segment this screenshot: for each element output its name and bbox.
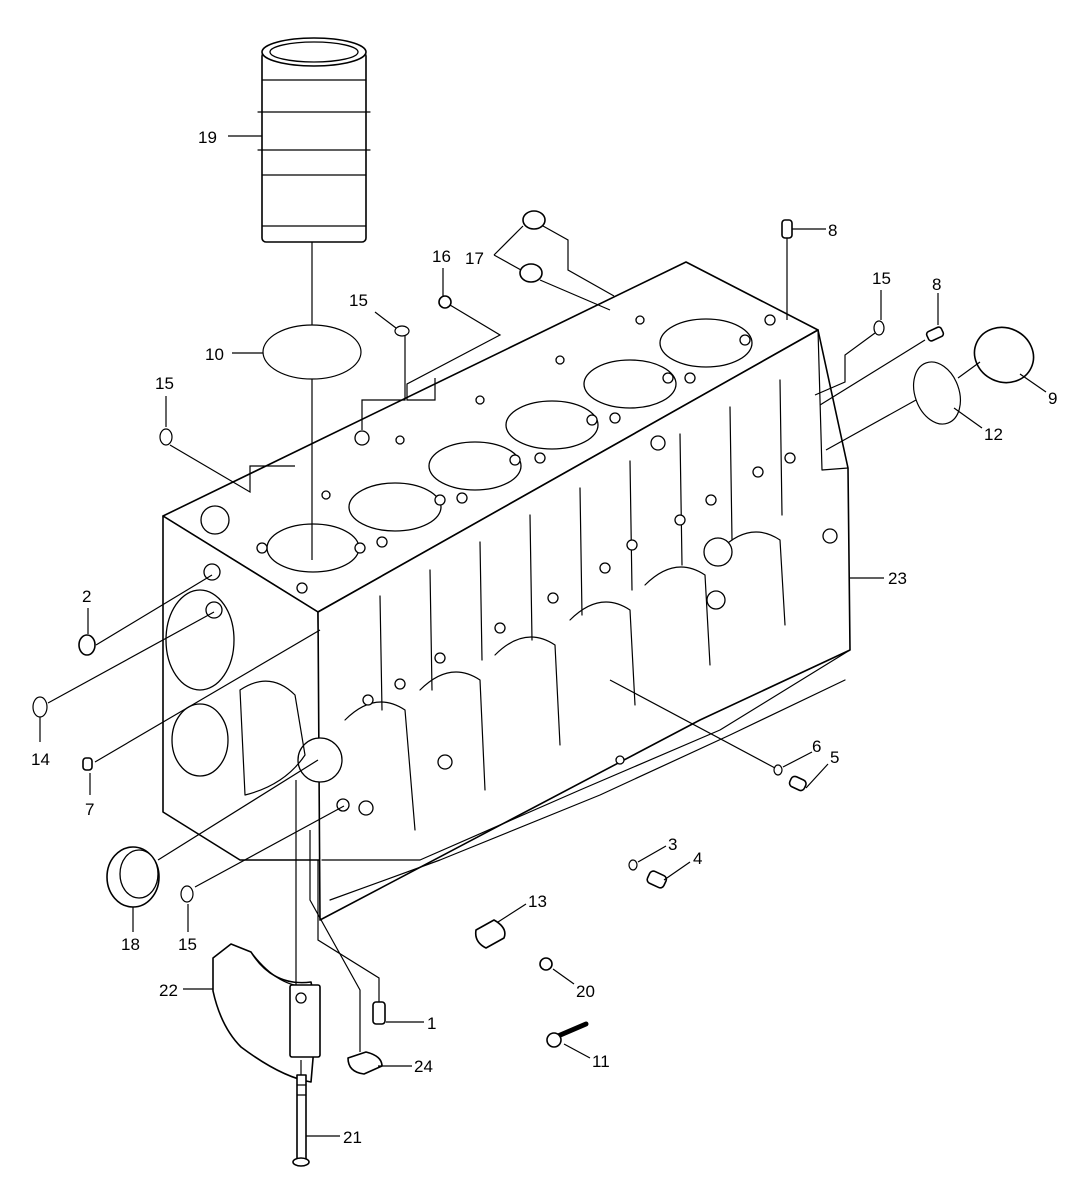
washer-3: [628, 859, 638, 871]
callout-24: 24: [414, 1057, 433, 1076]
callout-15-right: 15: [872, 269, 891, 288]
dowel-pins: [781, 219, 945, 342]
callout-4: 4: [693, 849, 702, 868]
callout-8-top: 8: [828, 221, 837, 240]
cover-plate: [973, 326, 1035, 384]
callout-10: 10: [205, 345, 224, 364]
bolt-11: [546, 1021, 589, 1048]
block-ribs: [379, 379, 783, 711]
callout-21: 21: [343, 1128, 362, 1147]
plate-13: [474, 919, 506, 949]
callout-19: 19: [198, 128, 217, 147]
callout-18: 18: [121, 935, 140, 954]
plug-4: [646, 870, 668, 889]
front-small-parts: [32, 634, 96, 771]
callout-8-right: 8: [932, 275, 941, 294]
callout-1: 1: [427, 1014, 436, 1033]
sleeve-1: [372, 1001, 386, 1025]
liner-o-ring: [262, 324, 362, 380]
leader-lines: [39, 135, 1047, 1137]
plate-24: [347, 1051, 383, 1075]
small-o-rings: [159, 320, 885, 903]
callout-15-top: 15: [349, 291, 368, 310]
callout-22: 22: [159, 981, 178, 1000]
nut-20: [539, 957, 553, 971]
expansion-plugs: [519, 210, 546, 283]
callout-11: 11: [592, 1052, 610, 1071]
cover-gasket: [913, 361, 961, 425]
callout-3: 3: [668, 835, 677, 854]
callout-15-bottom: 15: [178, 935, 197, 954]
cylinder-bores: [266, 318, 753, 573]
callout-20: 20: [576, 982, 595, 1001]
side-ports: [362, 435, 838, 770]
block-lower-flange: [329, 679, 846, 901]
callout-23: 23: [888, 569, 907, 588]
cylinder-block: [162, 261, 851, 921]
o-ring-6: [773, 764, 783, 776]
callout-16: 16: [432, 247, 451, 266]
block-oil-pan-rail: [321, 649, 851, 861]
deck-holes: [200, 314, 776, 594]
plug-16: [438, 295, 452, 309]
block-bearing-saddles: [344, 531, 786, 831]
rear-seal-ring: [106, 846, 160, 908]
bearing-cap-bolt: [292, 1074, 310, 1167]
front-face-openings: [165, 563, 374, 816]
plug-5: [788, 775, 807, 792]
main-bearing-cap: [212, 943, 321, 1083]
callout-9: 9: [1048, 389, 1057, 408]
callout-13: 13: [528, 892, 547, 911]
callout-labels: 19 10 15 15 16 17 8 15 8 9 12 23 2 14 7 …: [31, 128, 1057, 1147]
callout-7: 7: [85, 800, 94, 819]
callout-5: 5: [830, 748, 839, 767]
callout-17: 17: [465, 249, 484, 268]
callout-12: 12: [984, 425, 1003, 444]
callout-14: 14: [31, 750, 50, 769]
cylinder-liner: [257, 37, 371, 243]
callout-15-left: 15: [155, 374, 174, 393]
callout-6: 6: [812, 737, 821, 756]
block-rear-edge: [817, 329, 849, 471]
callout-2: 2: [82, 587, 91, 606]
